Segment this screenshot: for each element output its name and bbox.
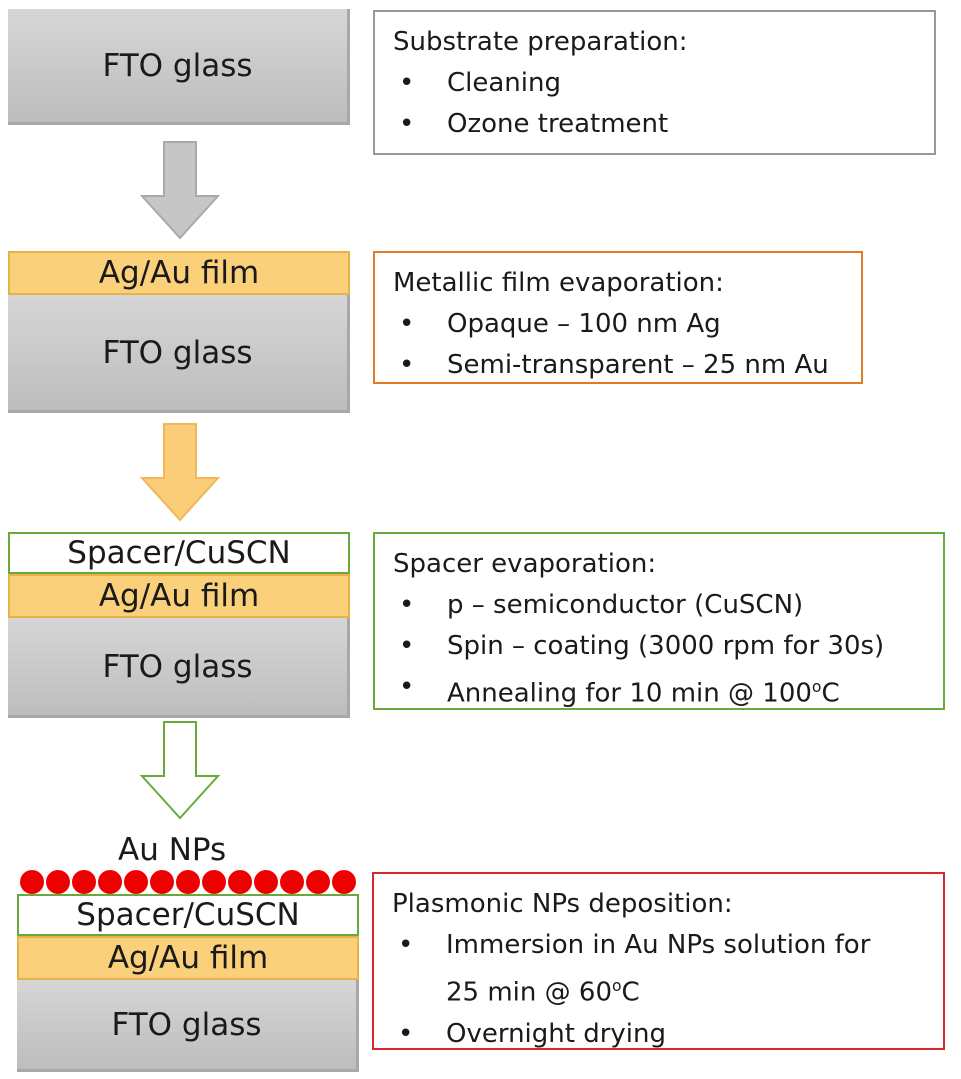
stage4-fto-glass-layer: FTO glass xyxy=(17,980,359,1072)
stage2-to-stage3-arrow xyxy=(139,423,221,522)
list-item: Ozone treatment xyxy=(393,104,918,145)
stage3-metal-film-layer: Ag/Au film xyxy=(8,574,350,618)
au-nanoparticle xyxy=(98,870,122,894)
list-item: p – semiconductor (CuSCN) xyxy=(393,585,927,626)
au-nanoparticle xyxy=(176,870,200,894)
au-nanoparticle xyxy=(150,870,174,894)
stage2-metal-label: Ag/Au film xyxy=(98,255,260,291)
list-item: Immersion in Au NPs solution for 25 min … xyxy=(392,925,927,1014)
au-nanoparticle xyxy=(332,870,356,894)
stage4-spacer-label: Spacer/CuSCN xyxy=(76,897,300,933)
stage1-step-title: Substrate preparation: xyxy=(393,27,688,57)
stage3-step-box: Spacer evaporation: p – semiconductor (C… xyxy=(373,532,945,710)
stage4-metal-label: Ag/Au film xyxy=(107,940,269,976)
stage1-to-stage2-arrow xyxy=(139,141,221,240)
stage2-fto-glass-layer: FTO glass xyxy=(8,295,350,413)
au-nanoparticle xyxy=(124,870,148,894)
degree-superscript: o xyxy=(811,678,822,696)
stage2-fto-label: FTO glass xyxy=(102,334,253,371)
stage3-spacer-label: Spacer/CuSCN xyxy=(67,535,291,571)
au-nanoparticle xyxy=(254,870,278,894)
stage4-fto-label: FTO glass xyxy=(111,1006,262,1043)
stage4-step-box: Plasmonic NPs deposition: Immersion in A… xyxy=(372,872,945,1055)
stage4-step-list: Immersion in Au NPs solution for 25 min … xyxy=(392,925,927,1055)
list-item: Annealing for 10 min @ 100oC xyxy=(393,667,927,715)
stage3-fto-label: FTO glass xyxy=(102,648,253,685)
stage4-step-title: Plasmonic NPs deposition: xyxy=(392,889,733,919)
stage3-fto-glass-layer: FTO glass xyxy=(8,618,350,718)
list-item: Overnight drying xyxy=(392,1014,927,1055)
stage1-fto-label: FTO glass xyxy=(102,47,253,84)
stage3-to-stage4-arrow xyxy=(139,721,221,820)
au-nanoparticle xyxy=(202,870,226,894)
list-item: Cleaning xyxy=(393,63,918,104)
celsius-unit: C xyxy=(621,977,640,1008)
au-nanoparticle xyxy=(20,870,44,894)
stage3-spacer-layer: Spacer/CuSCN xyxy=(8,532,350,574)
au-nanoparticle xyxy=(306,870,330,894)
degree-superscript: o xyxy=(612,977,622,995)
stage4-metal-film-layer: Ag/Au film xyxy=(17,936,359,980)
stage2-step-box: Metallic film evaporation: Opaque – 100 … xyxy=(373,251,863,386)
stage1-step-box: Substrate preparation: Cleaning Ozone tr… xyxy=(373,10,936,155)
list-item: Spin – coating (3000 rpm for 30s) xyxy=(393,626,927,667)
stage3-step-title: Spacer evaporation: xyxy=(393,549,657,579)
annealing-text: Annealing for 10 min @ 100 xyxy=(447,678,812,709)
immersion-text: Immersion in Au NPs solution for 25 min … xyxy=(446,930,871,1008)
au-nanoparticle xyxy=(228,870,252,894)
list-item: Opaque – 100 nm Ag xyxy=(393,304,845,345)
stage2-step-list: Opaque – 100 nm Ag Semi-transparent – 25… xyxy=(393,304,845,386)
stage3-step-list: p – semiconductor (CuSCN) Spin – coating… xyxy=(393,585,927,715)
stage1-fto-glass-layer: FTO glass xyxy=(8,9,350,125)
stage3-metal-label: Ag/Au film xyxy=(98,578,260,614)
stage2-step-title: Metallic film evaporation: xyxy=(393,268,724,298)
stage1-step-list: Cleaning Ozone treatment xyxy=(393,63,918,145)
au-nanoparticle xyxy=(46,870,70,894)
celsius-unit: C xyxy=(821,678,840,709)
list-item: Semi-transparent – 25 nm Au xyxy=(393,345,845,386)
stage4-spacer-layer: Spacer/CuSCN xyxy=(17,894,359,936)
au-nanoparticles-label: Au NPs xyxy=(118,832,227,868)
au-nanoparticle xyxy=(280,870,304,894)
au-nanoparticle xyxy=(72,870,96,894)
stage2-metal-film-layer: Ag/Au film xyxy=(8,251,350,295)
